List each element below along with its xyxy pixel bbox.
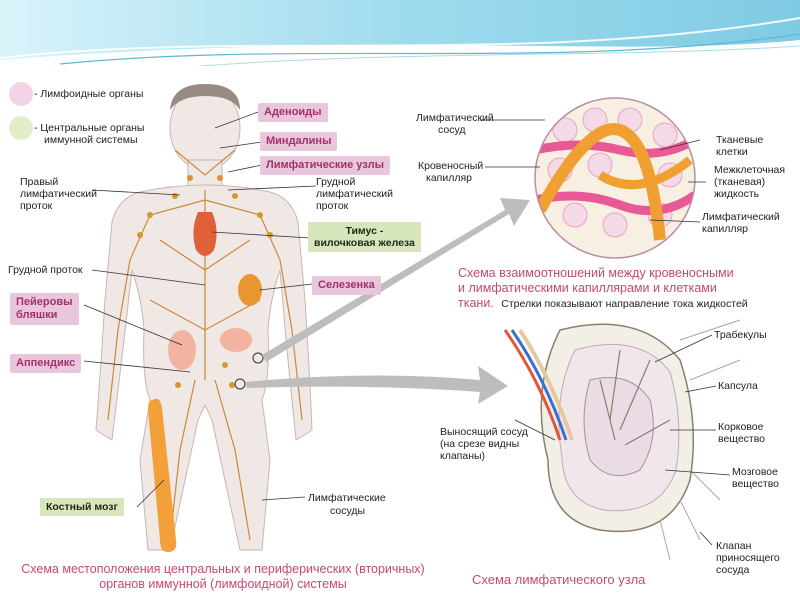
legend-label-central-1: - Центральные органы xyxy=(34,122,144,134)
legend-swatch-central xyxy=(9,116,33,140)
label-right-duct-3: проток xyxy=(20,200,52,212)
capillary-caption: Схема взаимоотношений между кровеносными… xyxy=(458,266,748,311)
node-label-efferent-2: (на срезе видны xyxy=(440,438,519,450)
label-thymus: Тимус - вилочковая железа xyxy=(308,222,421,252)
node-label-medulla-1: Мозговое xyxy=(732,466,778,478)
node-label-cortex-2: вещество xyxy=(718,433,765,445)
cap-label-lymph-cap-1: Лимфатический xyxy=(702,211,780,223)
label-thoracic-duct-r3: проток xyxy=(316,200,348,212)
label-right-duct-2: лимфатический xyxy=(20,188,97,200)
label-peyer-2: бляшки xyxy=(16,309,73,322)
cap-label-lymph-vessel-2: сосуд xyxy=(438,124,466,136)
label-right-duct-1: Правый xyxy=(20,176,58,188)
body-caption-line1: Схема местоположения центральных и периф… xyxy=(8,562,438,577)
cap-label-interstitial-3: жидкость xyxy=(714,188,759,200)
node-label-trabeculae: Трабекулы xyxy=(714,329,767,341)
node-label-efferent-1: Выносящий сосуд xyxy=(440,426,528,438)
node-label-medulla-2: вещество xyxy=(732,478,779,490)
label-peyer: Пейеровы бляшки xyxy=(10,293,79,325)
label-bone-marrow: Костный мозг xyxy=(40,498,124,516)
node-label-valve-1: Клапан xyxy=(716,540,751,552)
legend-swatch-lymphoid xyxy=(9,82,33,106)
lymph-node-inset xyxy=(505,320,740,560)
node-label-efferent-3: клапаны) xyxy=(440,450,485,462)
label-tonsils: Миндалины xyxy=(260,132,337,151)
thymus-organ xyxy=(193,212,216,256)
label-spleen: Селезенка xyxy=(312,276,381,295)
cap-label-blood-cap-2: капилляр xyxy=(426,172,472,184)
label-lymph-nodes: Лимфатические узлы xyxy=(260,156,390,175)
capillary-caption-line2: и лимфатическими капиллярами и клетками xyxy=(458,281,748,296)
legend-label-lymphoid: - Лимфоидные органы xyxy=(34,88,143,100)
label-thoracic-duct-r1: Грудной xyxy=(316,176,355,188)
label-appendix: Аппендикс xyxy=(10,354,81,373)
label-adenoids: Аденоиды xyxy=(258,103,328,122)
capillary-caption-line3: ткани. xyxy=(458,296,494,310)
cap-label-lymph-vessel-1: Лимфатический xyxy=(416,112,494,124)
intestines-shape xyxy=(168,330,196,370)
label-lymph-vessels-2: сосуды xyxy=(330,505,365,517)
label-lymph-vessels-1: Лимфатические xyxy=(308,492,386,504)
spleen-organ xyxy=(238,274,262,306)
cap-label-interstitial-2: (тканевая) xyxy=(714,176,765,188)
cap-label-tissue-cells-2: клетки xyxy=(716,146,748,158)
node-label-valve-2: приносящего xyxy=(716,552,780,564)
body-caption-line2: органов иммунной (лимфоидной) системы xyxy=(8,577,438,592)
label-thoracic-duct-r2: лимфатический xyxy=(316,188,393,200)
node-label-valve-3: сосуда xyxy=(716,564,749,576)
cap-label-blood-cap-1: Кровеносный xyxy=(418,160,483,172)
label-peyer-1: Пейеровы xyxy=(16,296,73,309)
legend-label-central-2: иммунной системы xyxy=(44,134,138,146)
arrow-to-node xyxy=(245,366,508,404)
node-label-capsule: Капсула xyxy=(718,380,758,392)
cap-label-tissue-cells-1: Тканевые xyxy=(716,134,763,146)
capillary-inset xyxy=(535,98,695,258)
capillary-caption-line1: Схема взаимоотношений между кровеносными xyxy=(458,266,748,281)
label-thymus-2: вилочковая железа xyxy=(314,237,415,249)
body-caption: Схема местоположения центральных и периф… xyxy=(8,562,438,592)
cap-label-lymph-cap-2: капилляр xyxy=(702,223,748,235)
label-thymus-1: Тимус - xyxy=(314,225,415,237)
label-thoracic-duct-left: Грудной проток xyxy=(8,264,83,276)
node-caption: Схема лимфатического узла xyxy=(472,572,645,587)
capillary-caption-note: Стрелки показывают направление тока жидк… xyxy=(501,298,747,310)
node-label-cortex-1: Корковое xyxy=(718,421,764,433)
cap-label-interstitial-1: Межклеточная xyxy=(714,164,785,176)
colon-shape xyxy=(220,328,252,352)
